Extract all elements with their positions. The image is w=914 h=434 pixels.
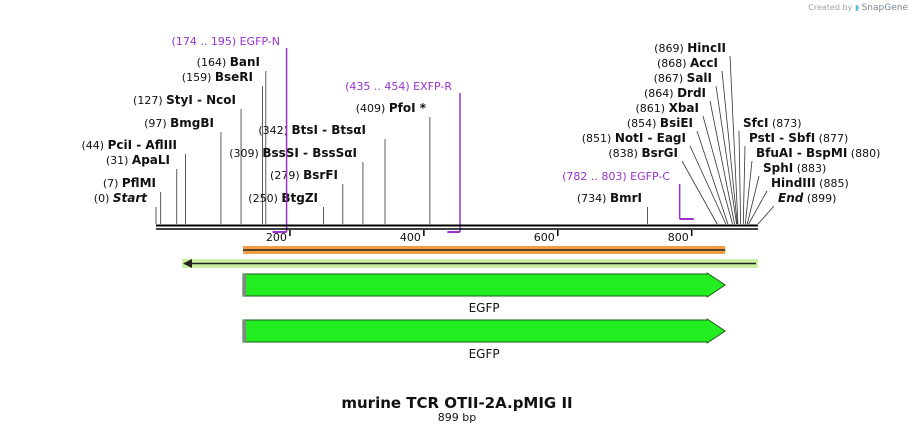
map-length: 899 bp — [437, 411, 477, 424]
primer-label[interactable]: (435 .. 454) EXFP-R — [345, 80, 452, 93]
site-label[interactable]: (279) BsrFI — [270, 168, 338, 182]
site-label[interactable]: SfcI (873) — [743, 116, 802, 130]
site-label[interactable]: (869) HincII — [654, 41, 726, 55]
snapgene-credit: Created by ◗ SnapGene — [808, 3, 908, 13]
site-line — [738, 130, 741, 225]
site-line — [709, 100, 735, 225]
site-label[interactable]: (44) PciI - AflIII — [82, 138, 177, 152]
site-label[interactable]: (7) PflMI — [103, 176, 156, 190]
site-line — [721, 70, 738, 225]
tick-label: 200 — [266, 231, 287, 244]
credit-brand: SnapGene — [861, 3, 908, 13]
site-label[interactable]: (838) BsrGI — [608, 146, 678, 160]
site-line — [729, 55, 739, 225]
site-line — [702, 115, 733, 225]
site-label[interactable]: PstI - SbfI (877) — [749, 131, 848, 145]
feature-start-cap — [243, 320, 247, 342]
site-label[interactable]: End (899) — [778, 191, 836, 205]
feature-label: EGFP — [469, 301, 500, 315]
site-label[interactable]: (97) BmgBI — [144, 116, 214, 130]
site-line — [744, 160, 753, 225]
snapgene-logo-icon: ◗ — [854, 3, 860, 12]
primer-label[interactable]: (174 .. 195) EGFP-N — [172, 35, 280, 48]
site-label[interactable]: (342) BtsI - BtsαI — [258, 123, 366, 137]
site-line — [681, 160, 718, 225]
site-line — [696, 130, 729, 225]
site-label[interactable]: (864) DrdI — [644, 86, 706, 100]
tick-label: 600 — [534, 231, 555, 244]
sequence-backbone — [156, 224, 758, 230]
site-label[interactable]: HindIII (885) — [771, 176, 849, 190]
egfp-feature-arrow[interactable] — [242, 272, 727, 298]
credit-prefix: Created by — [808, 3, 853, 12]
site-label[interactable]: (0) Start — [94, 191, 148, 205]
primer-label[interactable]: (782 .. 803) EGFP-C — [562, 170, 670, 183]
feature-start-cap — [243, 274, 247, 296]
site-label[interactable]: (31) ApaLI — [106, 153, 170, 167]
restriction-sites-layer: (0) Start(7) PflMI (31) ApaLI(44) PciI - … — [82, 41, 880, 225]
site-label[interactable]: (867) SalI — [654, 71, 712, 85]
site-line — [742, 145, 746, 225]
site-label[interactable]: (164) BanI — [197, 55, 260, 69]
site-label[interactable]: BfuAI - BspMI (880) — [756, 146, 880, 160]
site-line — [746, 175, 760, 225]
site-label[interactable]: SphI (883) — [763, 161, 826, 175]
site-line — [757, 205, 775, 225]
annotation-bars — [182, 246, 758, 268]
site-label[interactable]: (250) BtgZI — [248, 191, 318, 205]
site-line — [689, 145, 727, 225]
green-bar-arrowhead — [183, 259, 192, 268]
ruler-ticks: 200 400 600 800 — [266, 230, 693, 244]
site-label[interactable]: (127) StyI - NcoI — [133, 93, 236, 107]
tick-label: 800 — [668, 231, 689, 244]
site-label[interactable]: (734) BmrI — [577, 191, 642, 205]
tick-label: 400 — [400, 231, 421, 244]
egfp-feature-arrow[interactable] — [242, 318, 727, 344]
site-label[interactable]: (868) AccI — [657, 56, 718, 70]
primers-layer: (174 .. 195) EGFP-N (435 .. 454) EXFP-R (7… — [172, 35, 694, 233]
site-line — [715, 85, 737, 225]
map-title: murine TCR OTII-2A.pMIG II — [341, 394, 573, 412]
site-label[interactable]: (159) BseRI — [182, 70, 253, 84]
features-layer: EGFP EGFP — [242, 272, 727, 361]
site-label[interactable]: (309) BssSI - BssSαI — [229, 146, 357, 160]
site-label[interactable]: (851) NotI - EagI — [582, 131, 686, 145]
feature-label: EGFP — [469, 347, 500, 361]
site-label[interactable]: (861) XbaI — [636, 101, 699, 115]
site-line — [748, 190, 768, 225]
site-label[interactable]: (409) PfoI * — [356, 101, 427, 115]
site-label[interactable]: (854) BsiEI — [627, 116, 693, 130]
